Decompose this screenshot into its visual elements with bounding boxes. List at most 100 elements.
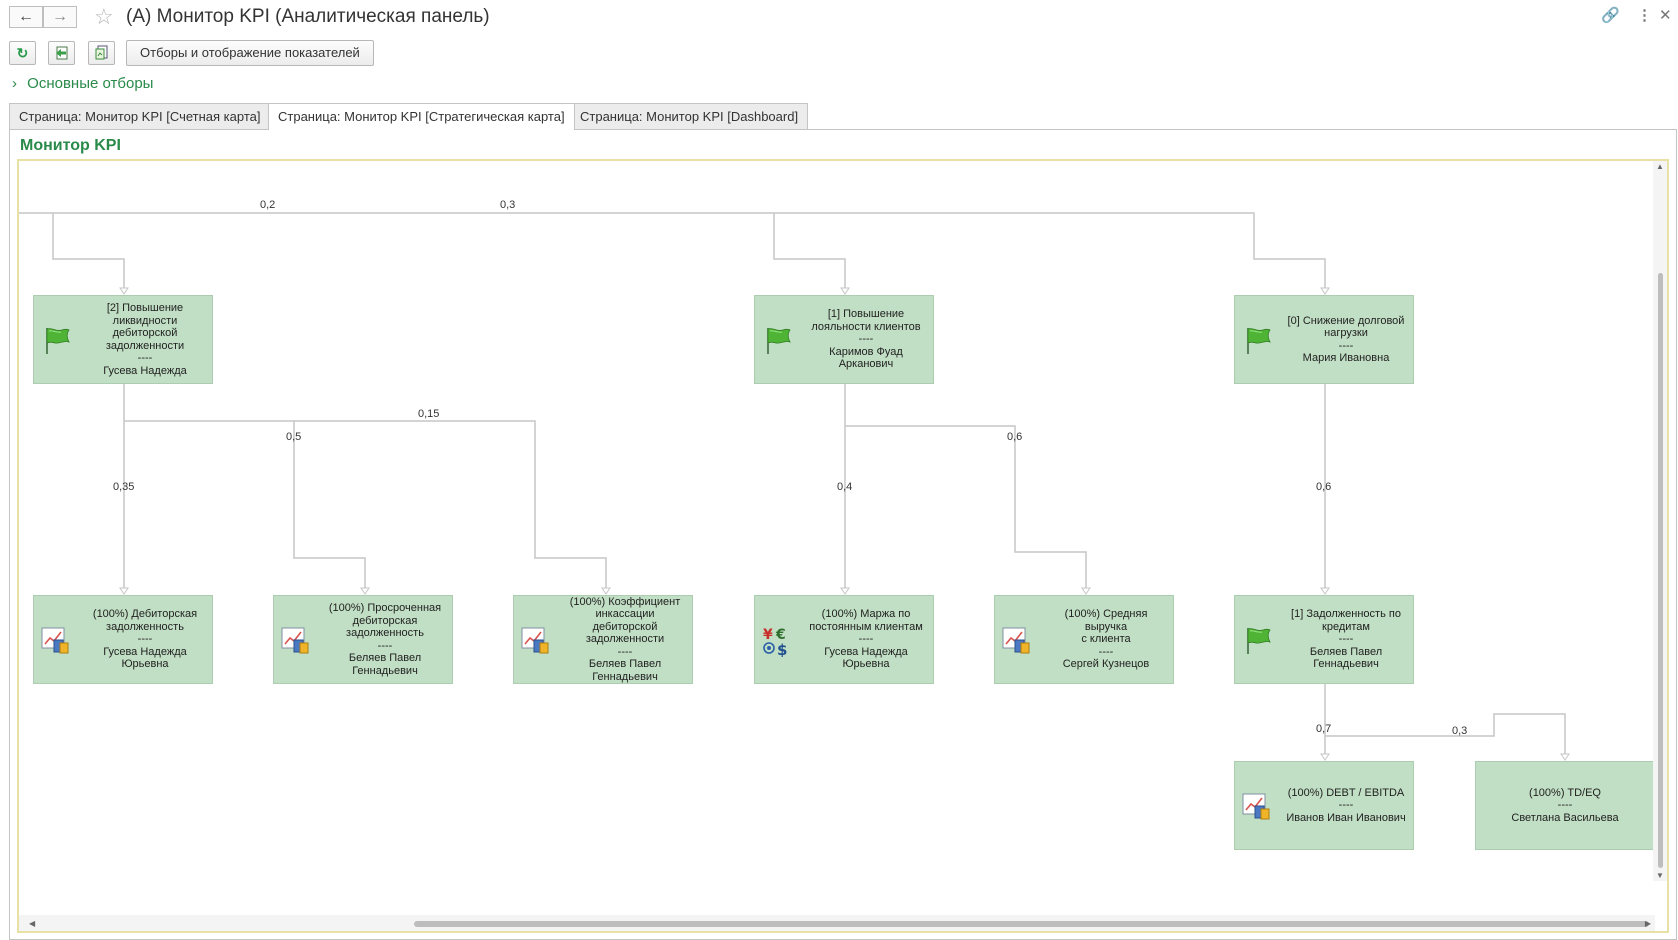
node-text-line: задолженности (105, 339, 185, 352)
node-text-line: ---- (858, 633, 874, 646)
svg-text:$: $ (777, 641, 787, 657)
tab-dashboard[interactable]: Страница: Монитор KPI [Dashboard] (570, 103, 809, 129)
arrow-n6 (601, 587, 611, 595)
arrow-n1 (119, 287, 129, 295)
node-text-line: ---- (1098, 645, 1114, 658)
report-icon (95, 45, 107, 60)
edge-root (19, 212, 1326, 291)
svg-text:¥: ¥ (763, 627, 773, 643)
diagram-canvas: 0,2 0,3 0,15 0,5 0,35 0,4 0,6 0,6 0,7 0,… (19, 161, 1655, 911)
chart-icon (1241, 791, 1273, 823)
arrow-n7 (840, 587, 850, 595)
kpi-node-n10[interactable]: (100%) DEBT / EBITDA----Иванов Иван Иван… (1234, 761, 1414, 850)
horizontal-scrollbar[interactable]: ◀ ▶ (19, 915, 1655, 931)
node-text-line: Геннадьевич (592, 670, 658, 683)
star-icon[interactable]: ☆ (94, 4, 114, 29)
node-text-line: (100%) DEBT / EBITDA (1287, 786, 1405, 799)
node-text-line: Геннадьевич (1313, 658, 1379, 671)
horizontal-scroll-thumb[interactable] (414, 921, 1649, 927)
node-text-line: Юрьевна (842, 658, 890, 671)
link-icon[interactable]: 🔗 (1601, 7, 1620, 24)
node-text-line: [1] Задолженность по (1291, 608, 1401, 621)
node-text-line: Арканович (838, 358, 894, 371)
more-icon[interactable]: ⋮ (1637, 7, 1652, 24)
chart-icon (40, 625, 72, 657)
edge-weight: 0,35 (113, 481, 134, 493)
node-text-line: [1] Повышение (827, 308, 905, 321)
chart-icon (520, 625, 552, 657)
node-text: (100%) TD/EQ----Светлана Васильева (1480, 762, 1650, 849)
edge-weight: 0,7 (1316, 723, 1331, 735)
arrow-n11 (1560, 753, 1570, 761)
node-text-line: ---- (1338, 633, 1354, 646)
node-text-line: (100%) Просроченная (328, 602, 442, 614)
kpi-node-n11[interactable]: (100%) TD/EQ----Светлана Васильева (1475, 761, 1655, 850)
node-text-line: Гусева Надежда (103, 364, 187, 377)
filters-settings-button[interactable]: Отборы и отображение показателей (126, 40, 374, 66)
node-text-line: задолженность (346, 627, 424, 639)
panel-title: Монитор KPI (20, 137, 121, 154)
scroll-up-icon[interactable]: ▲ (1656, 162, 1664, 171)
edge-n9-n11 (1325, 713, 1566, 757)
node-text-line: Иванов Иван Иванович (1286, 811, 1406, 824)
flag-icon (40, 325, 72, 357)
node-text-line: (100%) TD/EQ (1529, 786, 1601, 799)
arrow-n5 (360, 587, 370, 595)
node-text-line: ---- (377, 639, 393, 652)
tab-strategy-map[interactable]: Страница: Монитор KPI [Стратегическая ка… (268, 103, 575, 130)
chevron-right-icon: › (12, 75, 17, 92)
node-text-line: инкассации дебиторской (592, 608, 658, 633)
export-icon (55, 46, 67, 60)
refresh-icon: ↻ (16, 44, 29, 61)
node-text-line: (100%) Маржа по (821, 608, 911, 621)
node-text-line: [2] Повышение (106, 302, 184, 314)
node-text-line: ---- (137, 352, 153, 364)
flag-icon (761, 325, 793, 357)
chart-icon (1001, 625, 1033, 657)
close-icon[interactable]: ✕ (1659, 7, 1672, 24)
scroll-left-icon[interactable]: ◀ (29, 919, 36, 928)
node-text-line: Беляев Павел (348, 652, 422, 664)
scroll-down-icon[interactable]: ▼ (1656, 871, 1664, 880)
refresh-button[interactable]: ↻ (9, 41, 36, 65)
arrow-n10 (1320, 753, 1330, 761)
node-text-line: дебиторской (112, 327, 178, 339)
edge-n2-n8 (845, 425, 1087, 591)
edge-weight: 0,2 (260, 199, 275, 211)
scroll-right-icon[interactable]: ▶ (1644, 919, 1651, 928)
node-text-line: задолженность (106, 620, 184, 633)
node-text-line: ---- (617, 645, 633, 658)
node-text-line: ---- (137, 633, 153, 646)
vertical-scroll-thumb[interactable] (1658, 273, 1663, 868)
main-filters-toggle[interactable]: › Основные отборы (12, 75, 153, 92)
vertical-scrollbar[interactable]: ▲ ▼ (1653, 161, 1667, 881)
edge-weight: 0,4 (837, 481, 852, 493)
edge-weight: 0,5 (286, 431, 301, 443)
arrow-n2 (840, 287, 850, 295)
node-text-line: Геннадьевич (352, 664, 418, 677)
arrow-n8 (1081, 587, 1091, 595)
tab-scorecard[interactable]: Страница: Монитор KPI [Счетная карта] (9, 103, 271, 129)
back-button[interactable]: ← (9, 6, 43, 28)
node-text-line: кредитам (1322, 620, 1370, 633)
edge-weight: 0,6 (1316, 481, 1331, 493)
export-button[interactable] (48, 41, 75, 65)
node-text-line: лояльности клиентов (811, 320, 921, 333)
forward-button[interactable]: → (43, 6, 77, 28)
report-button[interactable] (88, 41, 115, 65)
node-text-line: ликвидности (112, 314, 178, 327)
svg-text:€: € (775, 627, 786, 643)
